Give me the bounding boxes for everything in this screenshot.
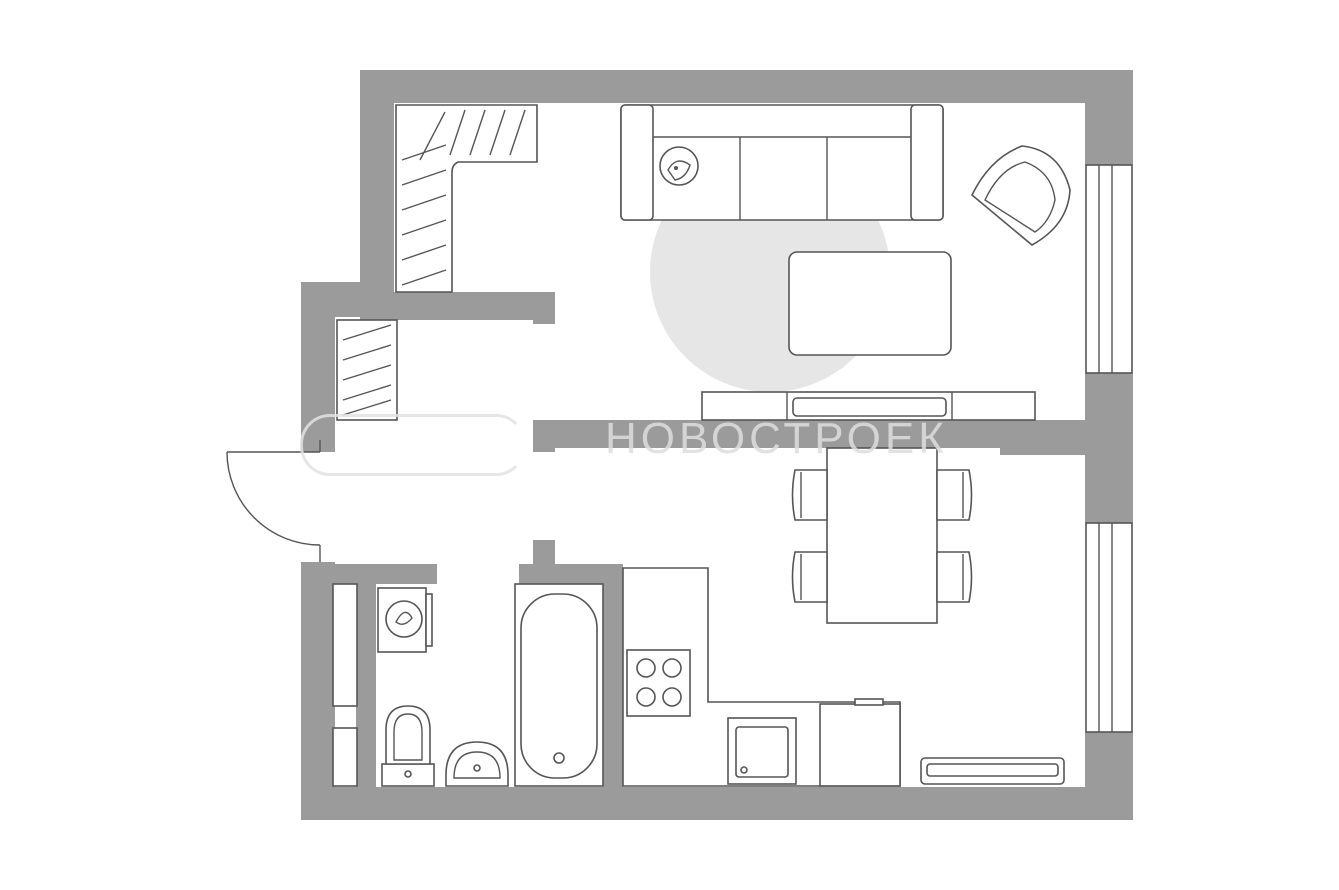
window-bath-left-2 [332, 727, 358, 787]
cat-icon [659, 146, 699, 186]
wall-bath-top-left [301, 564, 437, 584]
kitchen-sink [727, 717, 797, 785]
wall-top [360, 70, 1133, 103]
walls [301, 70, 1133, 820]
wall-corridor-top [360, 292, 555, 320]
wall-partition-living-kitchen [533, 420, 1085, 448]
wardrobe-hall [336, 319, 398, 421]
chair [936, 551, 973, 603]
armchair [971, 145, 1071, 246]
sofa [620, 104, 944, 221]
wall-partition-end [1000, 420, 1085, 455]
wall-left-lower [301, 562, 335, 820]
wall-bottom [301, 787, 1133, 820]
watermark-logo [300, 414, 526, 476]
watermark-text: НОВОСТРОЕК [605, 414, 948, 463]
window-bath-left-1 [332, 583, 358, 707]
chair [791, 551, 828, 603]
window-kitchen [1085, 522, 1133, 733]
coffee-table [788, 251, 952, 356]
bathtub [514, 583, 604, 787]
wall-bath-stub [533, 540, 555, 570]
window-living [1085, 164, 1133, 374]
wardrobe-corner [395, 104, 538, 293]
dining-set [791, 447, 973, 624]
dining-table [826, 447, 938, 624]
fridge [819, 698, 901, 787]
wall-left-upper [360, 70, 394, 298]
wall-corridor-top-stub [533, 292, 555, 324]
watermark: НОВОСТРОЕК [300, 410, 1080, 476]
wall-right-middle [1085, 373, 1133, 523]
stove [626, 649, 691, 717]
windows [332, 164, 1133, 787]
chair [936, 469, 973, 521]
bathroom-sink [445, 741, 509, 787]
tv [792, 397, 947, 417]
wall-right-top [1085, 70, 1133, 165]
chair [791, 469, 828, 521]
tv-unit [701, 391, 1036, 421]
wall-partition-stub [533, 420, 555, 452]
washing-machine [377, 587, 433, 653]
wall-bath-divider [356, 580, 376, 790]
toilet [381, 705, 435, 787]
wall-bath-right [603, 564, 623, 790]
radiator [920, 757, 1065, 785]
